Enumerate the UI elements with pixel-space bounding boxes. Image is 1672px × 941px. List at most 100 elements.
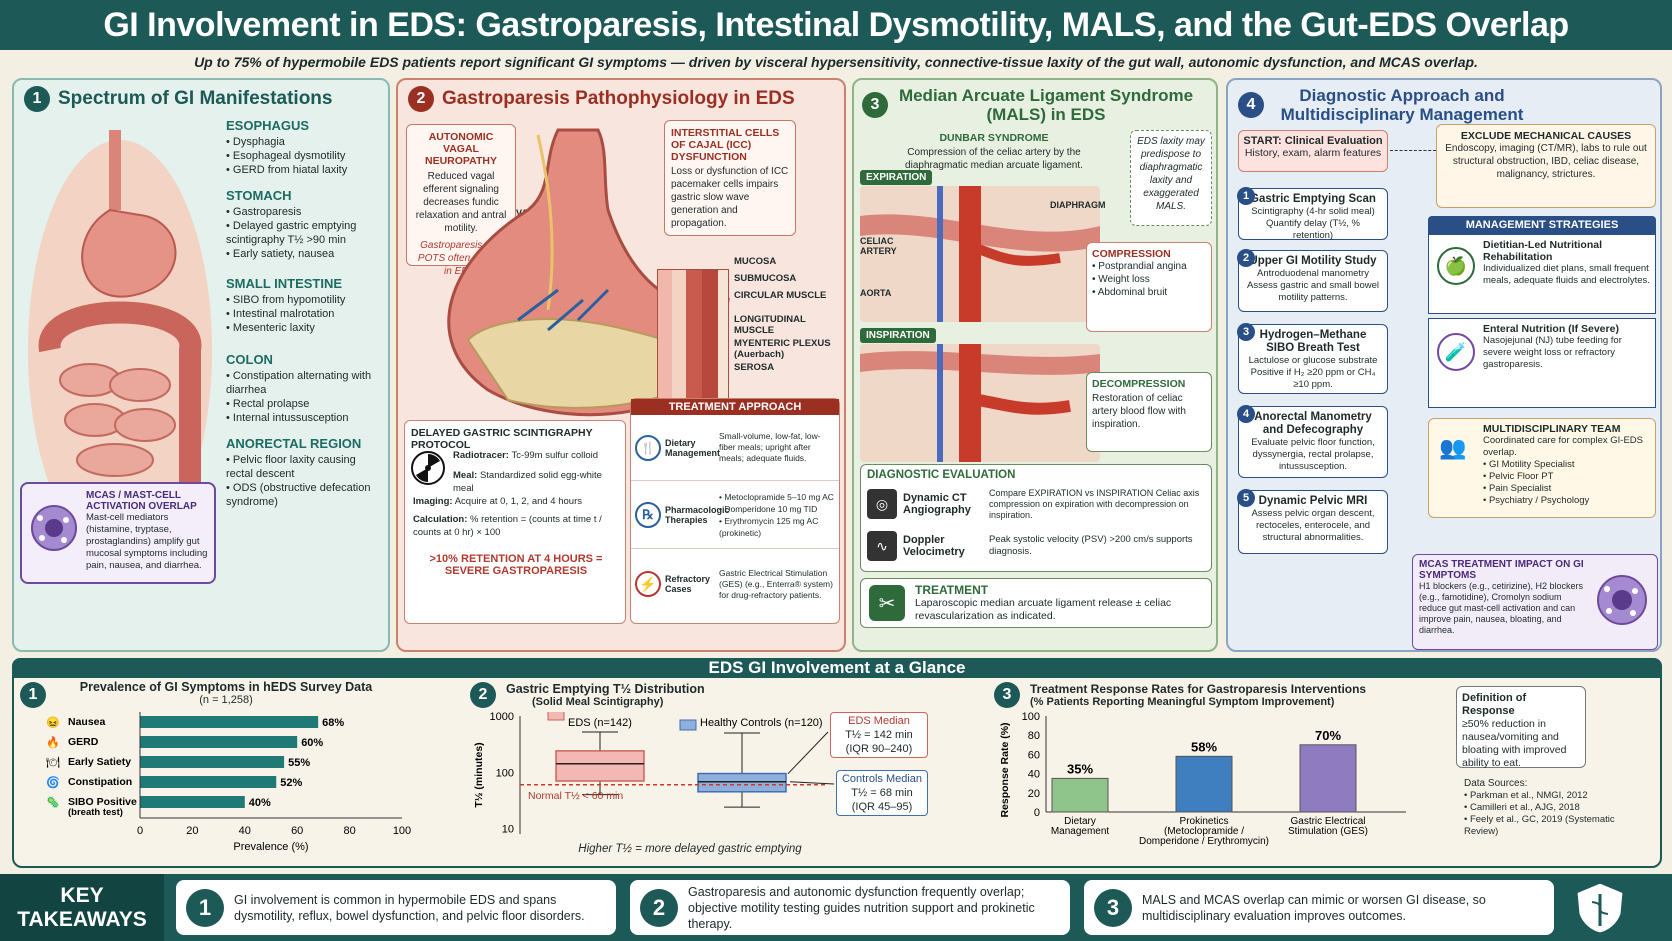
- x-tick-label: Prokinetics: [1180, 816, 1229, 827]
- eds-median-label: EDS Median: [848, 715, 910, 727]
- bar: [140, 736, 298, 748]
- panel-2-number: 2: [408, 86, 434, 112]
- reference-label: Normal T½ < 60 min: [528, 790, 623, 802]
- step-title: Dynamic Pelvic MRI: [1258, 495, 1368, 507]
- treatment-text: Small-volume, low-fat, low-fiber meals; …: [719, 431, 821, 463]
- protocol-title: DELAYED GASTRIC SCINTIGRAPHY PROTOCOL: [411, 427, 593, 451]
- list-item: • Pelvic floor laxity causing rectal des…: [226, 454, 356, 480]
- decompression-text: Restoration of celiac artery blood flow …: [1092, 393, 1186, 430]
- mcas-treatment-title: MCAS TREATMENT IMPACT ON GI SYMPTOMS: [1419, 559, 1584, 581]
- mcas-box: MCAS / MAST-CELL ACTIVATION OVERLAP Mast…: [20, 482, 216, 584]
- controls-median-box: Controls Median T½ = 68 min (IQR 45–95): [836, 770, 928, 816]
- chart-2-header: 2 Gastric Emptying T½ Distribution (Soli…: [470, 682, 930, 712]
- chart-3-header: 3 Treatment Response Rates for Gastropar…: [994, 682, 1394, 712]
- celiac-artery-label: CELIAC ARTERY: [860, 236, 897, 256]
- y-tick-label: 20: [1028, 788, 1040, 800]
- list-item: • Esophageal dysmotility: [226, 150, 346, 162]
- treatment-row: ℞ Pharmacologic Therapies • Metocloprami…: [631, 481, 839, 549]
- y-tick-label: 40: [1028, 769, 1040, 781]
- x-tick-label: Domperidone / Erythromycin): [1139, 836, 1269, 847]
- chart-2-number: 2: [470, 682, 496, 708]
- treatment-row: ⚡ Refractory Cases Gastric Electrical St…: [631, 549, 839, 619]
- protocol-radiotracer: Radiotracer: Tc-99m sulfur colloid: [453, 450, 599, 461]
- bar: [1299, 744, 1357, 813]
- x-tick-label: (Metoclopramide /: [1164, 826, 1244, 837]
- bar-value-label: 70%: [1315, 728, 1341, 743]
- diagnostic-evaluation-box: DIAGNOSTIC EVALUATION ◎ Dynamic CT Angio…: [860, 464, 1212, 572]
- bar-value-label: 35%: [1067, 761, 1093, 776]
- list-item: • SIBO from hypomotility: [226, 294, 346, 306]
- list-item: • GERD from hiatal laxity: [226, 164, 348, 176]
- diagnostic-name: Doppler Velocimetry: [903, 534, 965, 558]
- bar: [140, 756, 285, 768]
- key-takeaways-label: KEY TAKEAWAYS: [0, 874, 164, 941]
- panel-3-number: 3: [862, 92, 888, 118]
- utensils-icon: 🍴: [635, 434, 661, 461]
- step-desc: Lactulose or glucose substrate Positive …: [1248, 355, 1378, 390]
- step-title: Hydrogen–Methane SIBO Breath Test: [1259, 329, 1367, 354]
- panel-4-title: 4 Diagnostic Approach and Multidisciplin…: [1238, 86, 1658, 124]
- multidisciplinary-team-box: 👥 MULTIDISCIPLINARY TEAM Coordinated car…: [1428, 418, 1656, 518]
- panel-1-number: 1: [24, 86, 50, 112]
- list-item: • Psychiatry / Psychology: [1483, 495, 1590, 506]
- page-title: GI Involvement in EDS: Gastroparesis, In…: [0, 0, 1672, 50]
- icc-title: INTERSTITIAL CELLS OF CAJAL (ICC) DYSFUN…: [671, 127, 780, 163]
- management-title: MANAGEMENT STRATEGIES: [1428, 216, 1656, 234]
- panel-1-title-text: Spectrum of GI Manifestations: [58, 88, 333, 109]
- x-tick-label: Dietary: [1064, 816, 1096, 827]
- layer-label: LONGITUDINAL MUSCLE: [734, 314, 806, 336]
- category-label: Early Satiety: [68, 756, 131, 768]
- category-icon: 🦠: [46, 796, 60, 809]
- small-intestine-shape: [59, 363, 176, 477]
- section-esophagus: ESOPHAGUS • Dysphagia • Esophageal dysmo…: [226, 118, 384, 177]
- decompression-box: DECOMPRESSION Restoration of celiac arte…: [1086, 372, 1212, 452]
- y-axis-label: Response Rate (%): [999, 722, 1011, 817]
- page-subtitle: Up to 75% of hypermobile EDS patients re…: [194, 54, 1478, 70]
- step-desc: Assess pelvic organ descent, rectoceles,…: [1251, 508, 1375, 543]
- compression-title: COMPRESSION: [1092, 248, 1171, 260]
- panel-1-title: 1 Spectrum of GI Manifestations: [24, 86, 332, 112]
- y-axis-label: T½ (minutes): [473, 742, 485, 807]
- chart-3-title: Treatment Response Rates for Gastropares…: [1030, 682, 1367, 696]
- y-tick-label: 1000: [490, 712, 514, 723]
- treatment-name: Refractory Cases: [665, 574, 711, 594]
- panel-2-title: 2 Gastroparesis Pathophysiology in EDS: [408, 86, 795, 112]
- takeaway-text: Gastroparesis and autonomic dysfunction …: [688, 884, 1035, 931]
- list-item: • Delayed gastric emptying scintigraphy …: [226, 220, 357, 246]
- list-item: • GI Motility Specialist: [1483, 459, 1575, 470]
- start-text: History, exam, alarm features: [1244, 147, 1382, 159]
- diaphragm-label: DIAPHRAGM: [1050, 200, 1106, 210]
- legend-swatch-eds: [547, 712, 565, 721]
- panel-4-title-text: Diagnostic Approach and Multidisciplinar…: [1280, 86, 1524, 124]
- box: [697, 772, 787, 793]
- list-item: • Rectal prolapse: [226, 398, 310, 410]
- y-tick-label: 100: [1022, 712, 1040, 723]
- legend-swatch-controls: [679, 719, 697, 731]
- vagal-title: AUTONOMIC VAGAL NEUROPATHY: [425, 131, 497, 167]
- definition-box: Definition of Response ≥50% reduction in…: [1456, 686, 1586, 769]
- panel-gi-manifestations: 1 Spectrum of GI Manifestations ESOPHAGU…: [12, 78, 390, 652]
- icc-box: INTERSTITIAL CELLS OF CAJAL (ICC) DYSFUN…: [664, 120, 796, 236]
- bar-value-label: 68%: [322, 717, 344, 729]
- chart-1-header: 1 Prevalence of GI Symptoms in hEDS Surv…: [20, 680, 460, 710]
- definition-title: Definition of Response: [1462, 692, 1527, 717]
- bar-value-label: 55%: [288, 757, 310, 769]
- chart-1-title: Prevalence of GI Symptoms in hEDS Survey…: [79, 680, 373, 694]
- x-tick-label: Management: [1051, 826, 1110, 837]
- section-heading: ANORECTAL REGION: [226, 436, 362, 451]
- section-heading: COLON: [226, 352, 273, 367]
- eds-median-box: EDS Median T½ = 142 min (IQR 90–240): [830, 712, 928, 758]
- diagnostic-row: ◎ Dynamic CT Angiography Compare EXPIRAT…: [867, 485, 1205, 523]
- mcas-treatment-text: H1 blockers (e.g., cetirizine), H2 block…: [1419, 581, 1584, 635]
- layer-label: MYENTERIC PLEXUS (Auerbach): [734, 338, 831, 360]
- apple-icon: 🍏: [1437, 247, 1475, 285]
- x-axis-label: Prevalence (%): [233, 841, 308, 853]
- panel-mals: 3 Median Arcuate Ligament Syndrome (MALS…: [852, 78, 1218, 652]
- stomach-shape: [81, 208, 177, 298]
- mcas-text: Mast-cell mediators (histamine, tryptase…: [86, 512, 208, 571]
- mals-treatment-box: ✂ TREATMENT Laparoscopic median arcuate …: [860, 578, 1212, 628]
- vagus-nerve-shape: [536, 134, 554, 311]
- exclude-text: Endoscopy, imaging (CT/MR), labs to rule…: [1445, 143, 1647, 180]
